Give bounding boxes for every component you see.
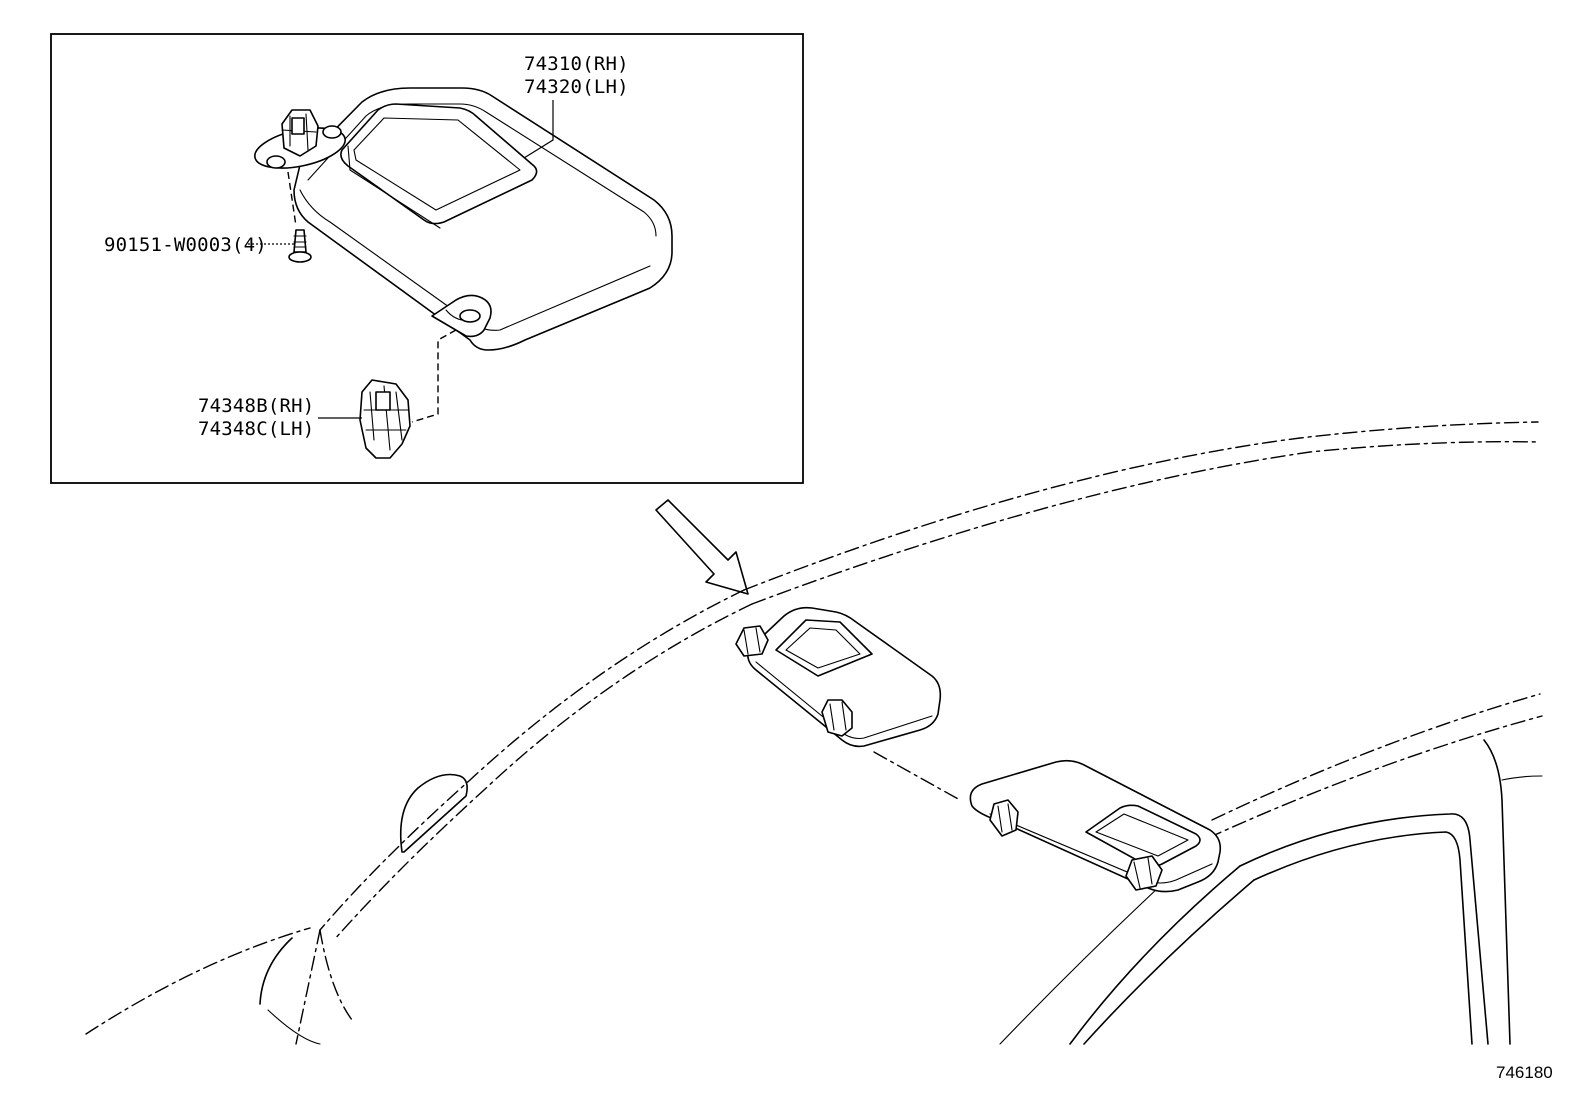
detail-inset: 74310(RH) 74320(LH) 90151-W0003(4) 74348…: [50, 33, 804, 484]
label-visor-lh: 74320(LH): [524, 76, 629, 98]
holder-part: [359, 329, 457, 459]
vehicle-outline: [85, 421, 1543, 1045]
sun-visor-detail: [254, 87, 673, 351]
drawing-number: 746180: [1496, 1063, 1553, 1082]
installed-right-bracket: [1125, 855, 1163, 891]
installed-left-holder: [821, 699, 853, 737]
leader-visor: [523, 100, 554, 159]
visor-mount-bracket: [254, 109, 346, 169]
visor-link-line: [873, 751, 961, 801]
installed-visor-left: [735, 606, 942, 748]
label-visor-rh: 74310(RH): [524, 53, 629, 75]
label-holder-lh: 74348C(LH): [198, 418, 314, 440]
label-screw: 90151-W0003(4): [104, 234, 267, 256]
label-holder-rh: 74348B(RH): [198, 395, 314, 417]
detail-arrow: [655, 499, 749, 595]
installed-visor-right: [969, 759, 1222, 893]
screw-part: [287, 171, 312, 263]
installed-right-holder: [989, 799, 1019, 837]
installed-left-bracket-front: [735, 625, 769, 657]
